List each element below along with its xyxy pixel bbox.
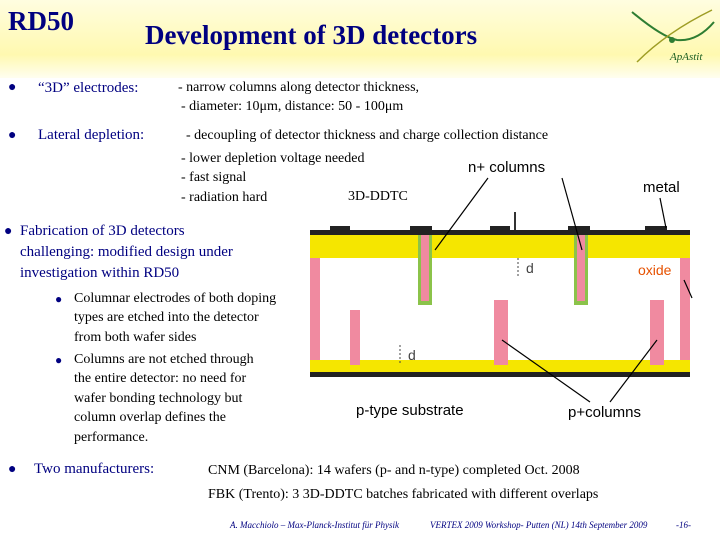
- page-title: Development of 3D detectors: [145, 20, 478, 50]
- d-label-top: d: [526, 260, 534, 276]
- sub1-line3: from both wafer sides: [74, 330, 197, 345]
- bullet2-line2: - lower depletion voltage needed: [181, 151, 365, 166]
- bullet1-label: “3D” electrodes:: [38, 80, 139, 96]
- footer-author: A. Macchiolo – Max-Planck-Institut für P…: [230, 520, 399, 530]
- metal-contact: [490, 226, 510, 235]
- pointer-line: [659, 197, 667, 229]
- d-label-bottom: d: [408, 347, 416, 363]
- oxide-label: oxide: [638, 262, 672, 278]
- bottom-metal-layer: [310, 372, 690, 377]
- p-type-label: p-type substrate: [356, 402, 464, 419]
- brand-label: RD50: [8, 6, 74, 36]
- sub2-line4: column overlap defines the: [74, 410, 227, 425]
- 3dddtc-label: 3D-DDTC: [348, 189, 408, 204]
- n-plus-column: [577, 235, 585, 301]
- bullet-icon: ●: [8, 462, 17, 477]
- bullet4-label: Two manufacturers:: [34, 461, 155, 477]
- pointer-line: [609, 339, 658, 403]
- sub2-line5: performance.: [74, 430, 149, 445]
- bullet4-line2: FBK (Trento): 3 3D-DDTC batches fabricat…: [208, 487, 599, 502]
- p-plus-column: [650, 300, 664, 365]
- metal-label: metal: [643, 179, 680, 196]
- bullet-icon: ●: [8, 128, 17, 143]
- sub1-line1: Columnar electrodes of both doping: [74, 291, 277, 306]
- n-plus-column: [421, 235, 429, 301]
- bullet2-line4: - radiation hard: [181, 190, 268, 205]
- pointer-line: [434, 177, 489, 251]
- bullet4-line1: CNM (Barcelona): 14 wafers (p- and n-typ…: [208, 463, 580, 478]
- 3d-ddtc-diagram: d d n+ columns metal 3D-DDTC oxide p-typ…: [310, 160, 693, 421]
- p-plus-column: [350, 310, 360, 365]
- pointer-line: [561, 177, 583, 251]
- sub2-line2: the entire detector: no need for: [74, 371, 247, 386]
- logo-text: ApAstit: [669, 51, 703, 63]
- bullet2-line1: - decoupling of detector thickness and c…: [186, 128, 549, 143]
- bullet-icon: ●: [8, 80, 17, 95]
- metal-contact: [330, 226, 350, 235]
- p-plus-column: [494, 300, 508, 365]
- footer-page-number: -16-: [676, 520, 691, 530]
- bullet2-line3: - fast signal: [181, 170, 247, 185]
- bullet1-line1: - narrow columns along detector thicknes…: [178, 80, 420, 95]
- p-columns-label: p+columns: [568, 404, 641, 421]
- header-band: [0, 0, 720, 78]
- metal-contact: [410, 226, 432, 235]
- bullet-icon: ●: [4, 224, 13, 239]
- bullet3-line1: Fabrication of 3D detectors: [20, 223, 185, 239]
- footer-event: VERTEX 2009 Workshop- Putten (NL) 14th S…: [430, 520, 648, 530]
- metal-contact: [645, 226, 667, 235]
- pointer-line: [683, 279, 693, 299]
- sub2-line1: Columns are not etched through: [74, 352, 254, 367]
- metal-contact: [568, 226, 590, 235]
- n-columns-label: n+ columns: [468, 160, 545, 176]
- bottom-oxide-layer: [310, 360, 690, 372]
- bullet2-label: Lateral depletion:: [38, 127, 145, 143]
- sub2-line3: wafer bonding technology but: [74, 391, 243, 406]
- sub1-line2: types are etched into the detector: [74, 310, 259, 325]
- aspera-logo: ApAstit: [631, 9, 715, 63]
- sub-bullet-icon: ●: [55, 353, 63, 367]
- bullet3-line3: investigation within RD50: [20, 265, 180, 281]
- pointer-line: [501, 339, 591, 403]
- bullet3-line2: challenging: modified design under: [20, 244, 233, 260]
- bullet1-line2: - diameter: 10μm, distance: 50 - 100μm: [181, 99, 404, 114]
- top-oxide-layer: [310, 232, 690, 258]
- sub-bullet-icon: ●: [55, 292, 63, 306]
